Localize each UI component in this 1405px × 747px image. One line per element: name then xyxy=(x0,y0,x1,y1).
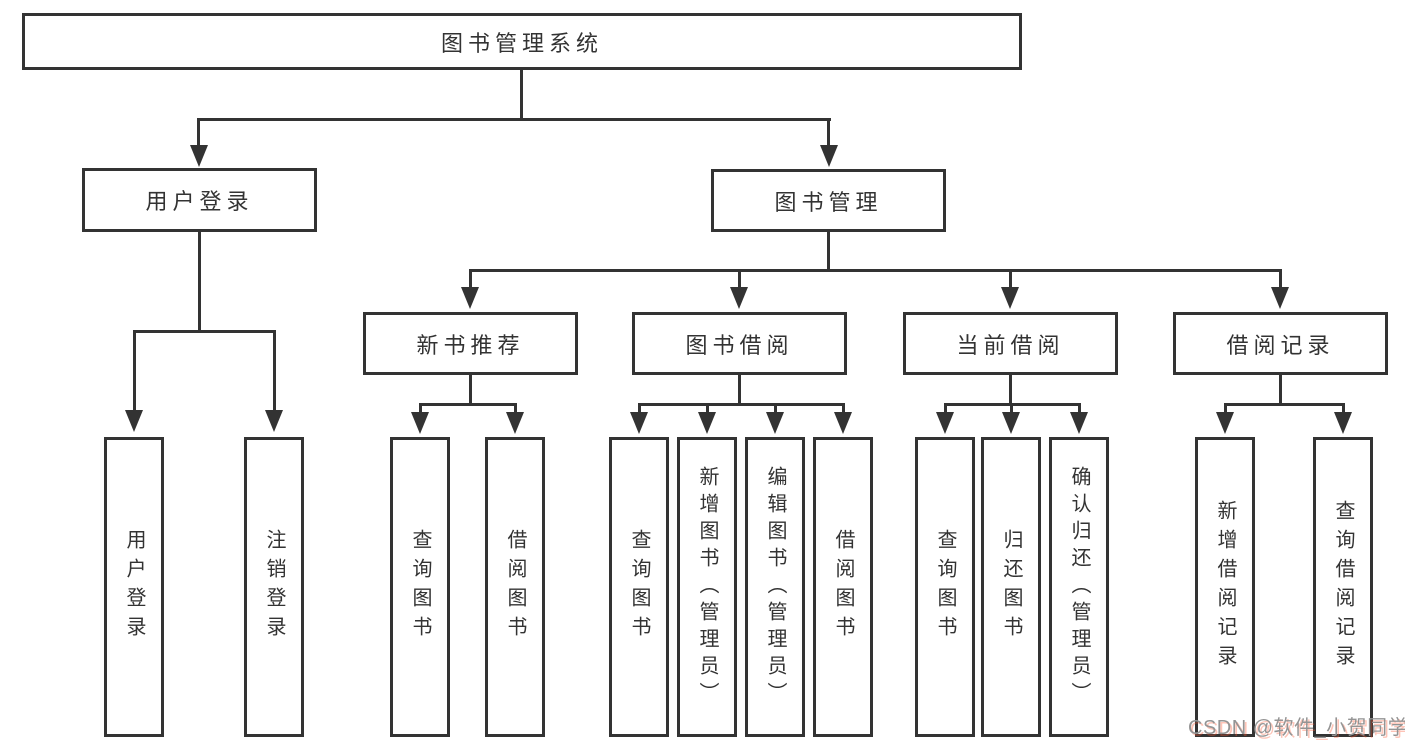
arrowhead-icon xyxy=(766,412,784,434)
connector-leaf-shaft xyxy=(638,403,641,414)
arrowhead-icon xyxy=(730,287,748,309)
node-label: 当前借阅 xyxy=(956,332,1065,358)
connector-user-login-rail xyxy=(133,330,276,333)
arrowhead-icon xyxy=(1002,412,1020,434)
connector-leaf-shaft xyxy=(842,403,845,414)
leaf-borrow-add-book-admin: 新增图书（管理员） xyxy=(677,437,737,737)
connector-leaf-shaft xyxy=(944,403,947,414)
node-label: 图书借阅 xyxy=(685,332,794,358)
leaf-recommend-borrow-book: 借阅图书 xyxy=(485,437,545,737)
connector-leaf-shaft xyxy=(1010,403,1013,414)
connector-leaf-shaft xyxy=(1078,403,1081,414)
leaf-user-login: 用户登录 xyxy=(104,437,164,737)
connector-user-login-drop xyxy=(198,231,201,332)
connector-leaf-shaft xyxy=(419,403,422,414)
connector-book-management-shaft xyxy=(827,118,830,148)
connector-level2-rail xyxy=(197,118,831,121)
connector-borrow-records-drop xyxy=(1279,374,1282,406)
node-label: 图书管理系统 xyxy=(440,30,603,56)
leaf-label: 编辑图书（管理员） xyxy=(764,465,786,709)
node-new-book-recommend: 新书推荐 xyxy=(363,312,578,375)
node-label: 用户登录 xyxy=(145,189,254,214)
leaf-borrow-edit-book-admin: 编辑图书（管理员） xyxy=(745,437,805,737)
arrowhead-icon xyxy=(630,412,648,434)
connector-book-borrow-drop xyxy=(738,374,741,406)
arrowhead-icon xyxy=(1334,412,1352,434)
leaf-label: 查询图书 xyxy=(934,529,956,645)
leaf-label: 用户登录 xyxy=(123,529,145,645)
leaf-label: 新增图书（管理员） xyxy=(696,465,718,709)
leaf-borrow-borrow-book: 借阅图书 xyxy=(813,437,873,737)
node-borrow-records: 借阅记录 xyxy=(1173,312,1388,375)
node-user-login: 用户登录 xyxy=(82,168,317,232)
leaf-label: 归还图书 xyxy=(1000,529,1022,645)
connector-leaf-shaft xyxy=(1224,403,1227,414)
leaf-label: 借阅图书 xyxy=(832,529,854,645)
leaf-label: 注销登录 xyxy=(263,529,285,645)
leaf-label: 查询图书 xyxy=(409,529,431,645)
arrowhead-icon xyxy=(936,412,954,434)
leaf-label: 确认归还（管理员） xyxy=(1068,465,1090,709)
connector-leaf-shaft xyxy=(774,403,777,414)
connector-leaf-shaft xyxy=(514,403,517,414)
connector-level3-shaft xyxy=(738,269,741,289)
arrowhead-icon xyxy=(698,412,716,434)
arrowhead-icon xyxy=(411,412,429,434)
node-label: 新书推荐 xyxy=(416,332,525,358)
node-book-borrow: 图书借阅 xyxy=(632,312,847,375)
leaf-current-return-book: 归还图书 xyxy=(981,437,1041,737)
leaf-borrow-query-book: 查询图书 xyxy=(609,437,669,737)
connector-recommend-drop xyxy=(469,374,472,406)
node-library-management-system: 图书管理系统 xyxy=(22,13,1022,70)
connector-level3-shaft xyxy=(1279,269,1282,289)
leaf-recommend-query-book: 查询图书 xyxy=(390,437,450,737)
connector-borrow-records-rail xyxy=(1224,403,1345,406)
leaf-records-add-borrow-record: 新增借阅记录 xyxy=(1195,437,1255,737)
connector-leaf-shaft xyxy=(706,403,709,414)
arrowhead-icon xyxy=(1070,412,1088,434)
connector-level3-shaft xyxy=(1009,269,1012,289)
connector-level3-rail xyxy=(469,269,1282,272)
arrowhead-icon xyxy=(834,412,852,434)
arrowhead-icon xyxy=(1216,412,1234,434)
connector-leaf-shaft xyxy=(133,330,136,412)
arrowhead-icon xyxy=(820,145,838,167)
node-label: 图书管理 xyxy=(774,189,883,215)
arrowhead-icon xyxy=(506,412,524,434)
arrowhead-icon xyxy=(125,410,143,432)
arrowhead-icon xyxy=(190,145,208,167)
node-current-borrow: 当前借阅 xyxy=(903,312,1118,375)
leaf-label: 借阅图书 xyxy=(504,529,526,645)
connector-user-login-shaft xyxy=(197,118,200,148)
connector-level3-shaft xyxy=(469,269,472,289)
leaf-label: 查询图书 xyxy=(628,529,650,645)
connector-book-borrow-rail xyxy=(638,403,845,406)
arrowhead-icon xyxy=(265,410,283,432)
leaf-current-query-book: 查询图书 xyxy=(915,437,975,737)
leaf-label: 查询借阅记录 xyxy=(1332,500,1354,674)
arrowhead-icon xyxy=(461,287,479,309)
node-label: 借阅记录 xyxy=(1226,332,1335,358)
node-book-management: 图书管理 xyxy=(711,169,946,232)
connector-book-management-drop xyxy=(827,231,830,272)
connector-leaf-shaft xyxy=(273,330,276,412)
leaf-label: 新增借阅记录 xyxy=(1214,500,1236,674)
connector-root-drop xyxy=(520,70,523,120)
leaf-current-confirm-return-admin: 确认归还（管理员） xyxy=(1049,437,1109,737)
arrowhead-icon xyxy=(1271,287,1289,309)
leaf-records-query-borrow-record: 查询借阅记录 xyxy=(1313,437,1373,737)
leaf-logout-login: 注销登录 xyxy=(244,437,304,737)
connector-current-borrow-drop xyxy=(1009,374,1012,406)
csdn-watermark: CSDN @软件_小贺同学 xyxy=(1188,717,1405,739)
connector-leaf-shaft xyxy=(1342,403,1345,414)
connector-recommend-rail xyxy=(419,403,517,406)
arrowhead-icon xyxy=(1001,287,1019,309)
